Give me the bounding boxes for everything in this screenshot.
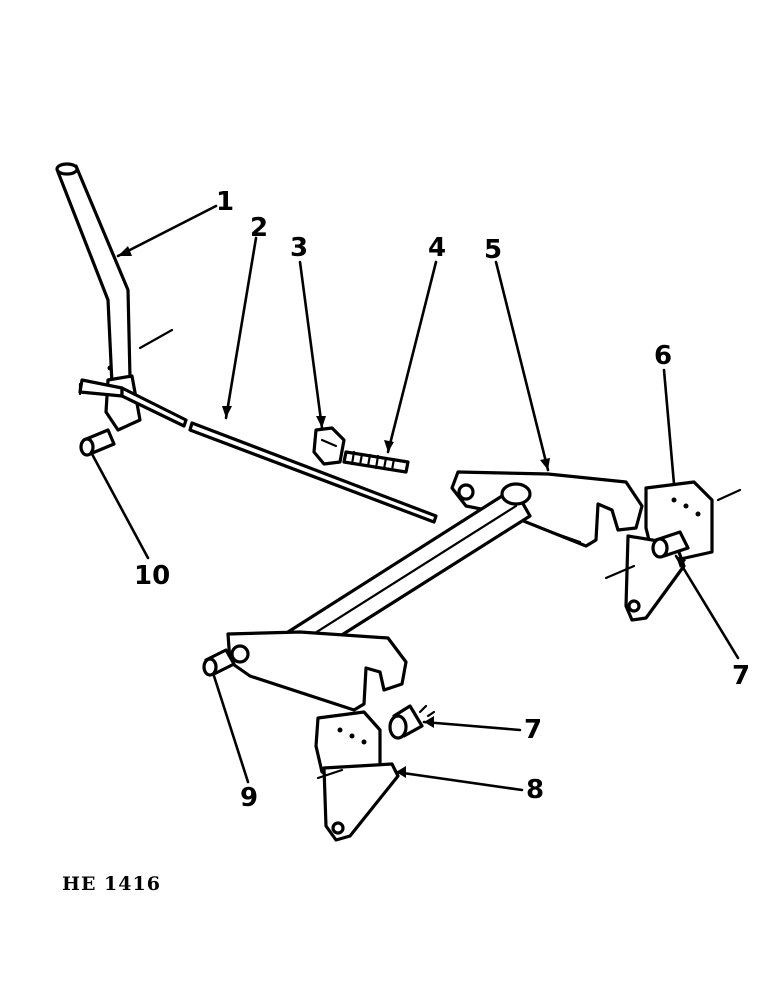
control-rod: [78, 378, 438, 524]
callout-1: 1: [216, 187, 234, 217]
figure-code: HE 1416: [62, 873, 161, 895]
pin-10: [79, 428, 116, 457]
callout-7-lower: 7: [524, 715, 542, 745]
callout-10: 10: [134, 561, 170, 591]
roller-7-lower: [388, 704, 436, 740]
leader-1: [116, 204, 218, 258]
bracket-lower: [314, 710, 400, 842]
leader-7-lower: [422, 720, 522, 732]
callout-labels: 1 2 3 4 5 6 7 7 8 9 10: [134, 187, 750, 813]
hand-lever: [55, 162, 174, 432]
callout-2: 2: [250, 213, 268, 243]
callout-7-upper: 7: [732, 661, 750, 691]
leader-5: [494, 260, 550, 472]
leader-3: [298, 260, 324, 430]
link-plate-lower: [226, 630, 408, 712]
callout-3: 3: [290, 233, 308, 263]
link-plate-upper: [450, 470, 644, 548]
leader-4: [386, 260, 438, 454]
leader-lines: [90, 204, 740, 792]
leader-9: [212, 674, 250, 784]
callout-6: 6: [654, 341, 672, 371]
pin-9: [202, 648, 236, 677]
bracket-upper: [604, 480, 742, 622]
callout-8: 8: [526, 775, 544, 805]
spring-4: [342, 450, 410, 474]
leader-2: [224, 236, 258, 420]
leader-10: [90, 452, 150, 560]
clip-3: [312, 426, 346, 466]
callout-4: 4: [428, 233, 446, 263]
callout-5: 5: [484, 235, 502, 265]
callout-9: 9: [240, 783, 258, 813]
leader-8: [394, 770, 524, 792]
leader-6: [662, 368, 676, 486]
leader-7-upper: [674, 554, 740, 660]
